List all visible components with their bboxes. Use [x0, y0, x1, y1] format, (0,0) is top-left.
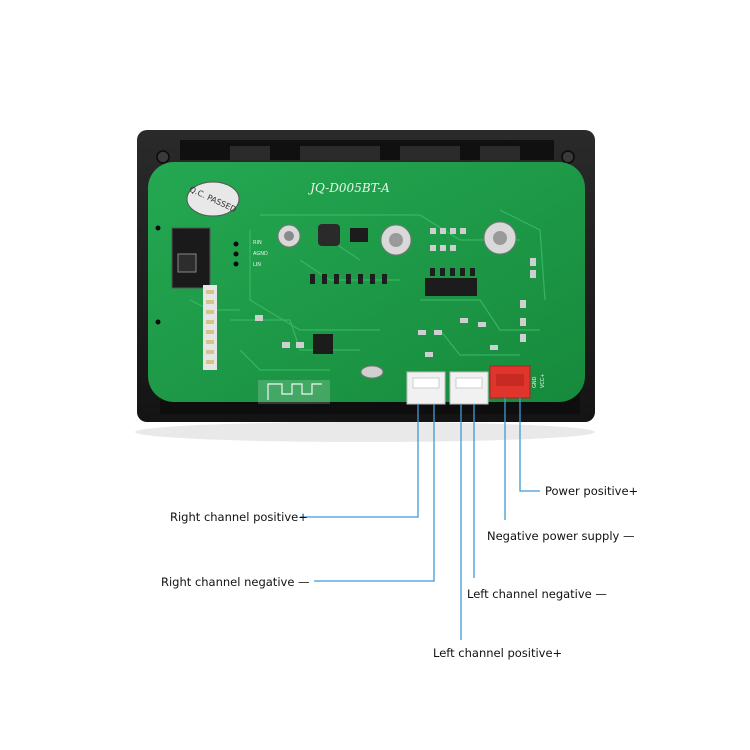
screw-icon — [156, 150, 170, 164]
label-left-channel-negative: Left channel negative — — [467, 587, 607, 601]
silk-gnd: GND — [532, 376, 538, 388]
silk-rin: RIN — [253, 240, 262, 246]
inductor — [318, 224, 340, 246]
screw-icon — [561, 150, 575, 164]
silk-power: VCC+ GND — [532, 373, 546, 388]
pcb-board: Q.C. PASSED JQ-D005BT-A RIN AGND LIN VCC… — [148, 162, 585, 404]
board-shadow — [135, 422, 595, 442]
connector-power — [489, 365, 531, 399]
antenna-trace — [267, 383, 322, 400]
connector-left-channel — [449, 371, 489, 405]
label-power-positive: Power positive+ — [545, 484, 639, 498]
label-negative-power-supply: Negative power supply — — [487, 529, 635, 543]
leader-power-positive — [519, 398, 540, 492]
connector-right-channel — [406, 371, 446, 405]
capacitor-icons — [277, 221, 517, 256]
label-right-channel-negative: Right channel negative — — [161, 575, 310, 589]
smd-components — [255, 228, 536, 357]
silk-agnd: AGND — [253, 251, 268, 257]
leader-right-negative — [314, 404, 435, 582]
leader-lines — [300, 398, 540, 640]
bt-chip — [313, 334, 333, 354]
leader-right-positive — [300, 404, 419, 518]
crystal — [360, 365, 384, 379]
label-right-channel-positive: Right channel positive+ — [170, 510, 308, 524]
silk-lin: LIN — [253, 262, 261, 268]
silk-vcc: VCC+ — [540, 373, 546, 388]
pin-header — [203, 285, 217, 370]
label-left-channel-positive: Left channel positive+ — [433, 646, 563, 660]
via-holes — [155, 225, 239, 325]
qc-passed-stamp: Q.C. PASSED — [186, 181, 240, 217]
ic-chip — [350, 228, 368, 242]
board-model-text: JQ-D005BT-A — [307, 181, 390, 195]
amplifier-ic — [425, 278, 477, 296]
